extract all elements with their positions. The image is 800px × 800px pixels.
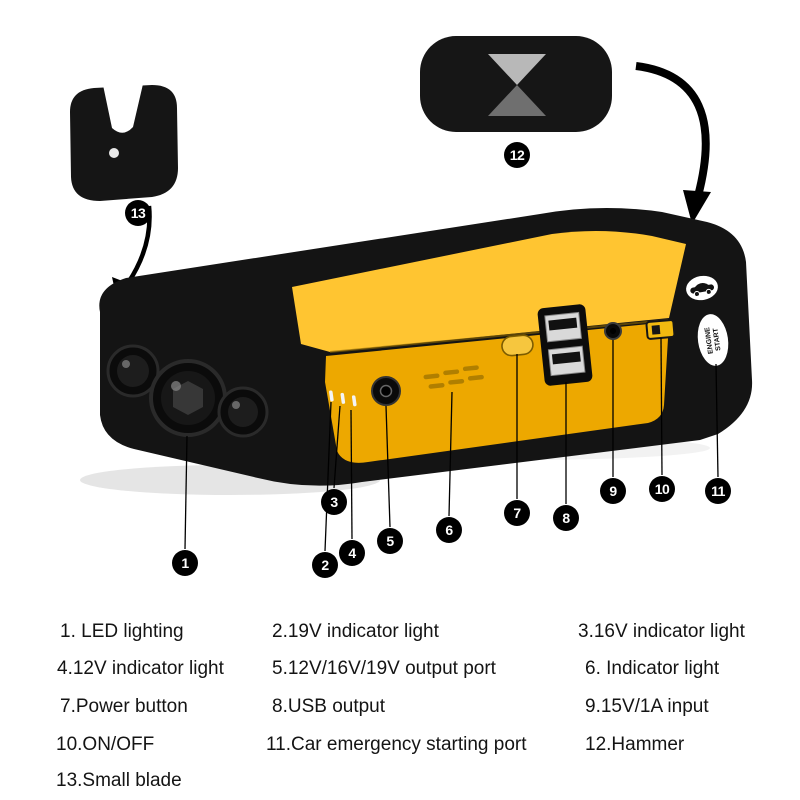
callout-7-number: 7	[513, 505, 521, 521]
car-logo-icon	[686, 275, 718, 301]
legend-item-3: 3.16V indicator light	[578, 621, 745, 642]
engine-start-badge: ENGINE START	[697, 314, 729, 366]
legend-item-4: 4.12V indicator light	[57, 658, 224, 679]
legend-item-2: 2.19V indicator light	[272, 621, 439, 642]
callout-3: 3	[321, 489, 347, 515]
legend-item-12: 12.Hammer	[585, 734, 685, 755]
blade-notch	[103, 84, 143, 133]
callout-10: 10	[649, 476, 675, 502]
callout-13-number: 13	[130, 205, 146, 221]
callout-12: 12	[504, 142, 530, 168]
leader-lines	[184, 337, 719, 552]
callout-13: 13	[125, 200, 151, 226]
callout-3-number: 3	[330, 494, 338, 510]
blade-body	[70, 85, 178, 201]
legend-item-13: 13.Small blade	[56, 770, 182, 791]
legend-item-10: 10.ON/OFF	[56, 734, 155, 755]
callout-6: 6	[436, 517, 462, 543]
callout-12-number: 12	[509, 147, 525, 163]
callout-4-number: 4	[348, 545, 356, 561]
leader-4	[350, 409, 353, 540]
indicator-19v	[329, 390, 334, 402]
leader-11	[715, 363, 719, 478]
leader-5	[385, 405, 391, 528]
leader-3	[333, 405, 341, 489]
blade-pin-hole	[109, 148, 119, 158]
device-body: ENGINE START	[99, 207, 753, 486]
engine-start-text-line1: ENGINE	[704, 326, 715, 354]
callout-9: 9	[600, 478, 626, 504]
callout-9-number: 9	[609, 483, 617, 499]
hammer-arrow	[635, 62, 711, 224]
hammer-head-highlight	[488, 54, 546, 85]
callout-5: 5	[377, 528, 403, 554]
indicator-light-vents	[423, 365, 484, 389]
leader-10	[660, 337, 663, 476]
callout-2: 2	[312, 552, 338, 578]
callout-11: 11	[705, 478, 731, 504]
on-off-switch	[645, 319, 676, 340]
legend-item-8: 8.USB output	[272, 696, 386, 717]
dc-output-port	[371, 376, 401, 406]
legend-item-11: 11.Car emergency starting port	[266, 734, 527, 755]
hammer-body	[420, 36, 612, 132]
usb-output-ports	[537, 304, 593, 386]
callout-4: 4	[339, 540, 365, 566]
hammer-head-shade	[488, 85, 546, 116]
legend-item-1: 1. LED lighting	[60, 621, 184, 642]
leader-6	[448, 391, 453, 517]
hammer-arrowhead	[683, 190, 711, 224]
engine-start-text-line2: START	[712, 327, 722, 351]
legend-item-7: 7.Power button	[60, 696, 188, 717]
blade-accessory	[70, 84, 178, 201]
power-button	[501, 334, 534, 357]
voltage-indicator-lights	[329, 390, 357, 407]
input-port	[604, 322, 622, 340]
indicator-12v	[351, 395, 357, 407]
legend-item-5: 5.12V/16V/19V output port	[272, 658, 496, 679]
callout-11-number: 11	[711, 483, 725, 499]
legend-item-9: 9.15V/1A input	[585, 696, 709, 717]
device-top-face	[292, 230, 686, 352]
callout-8: 8	[553, 505, 579, 531]
hammer-accessory	[420, 36, 612, 132]
leader-1	[184, 435, 188, 550]
callout-8-number: 8	[562, 510, 570, 526]
callout-1-number: 1	[181, 555, 189, 571]
callout-1: 1	[172, 550, 198, 576]
callout-6-number: 6	[445, 522, 453, 538]
leader-2	[324, 401, 332, 552]
callout-5-number: 5	[386, 533, 394, 549]
led-lens-small-right	[217, 386, 269, 438]
led-lens-large	[149, 359, 227, 437]
callout-7: 7	[504, 500, 530, 526]
callout-2-number: 2	[321, 557, 329, 573]
legend-item-6: 6. Indicator light	[585, 658, 720, 679]
led-lens-small-left	[106, 344, 160, 398]
callout-10-number: 10	[654, 481, 670, 497]
indicator-16v	[340, 392, 346, 404]
